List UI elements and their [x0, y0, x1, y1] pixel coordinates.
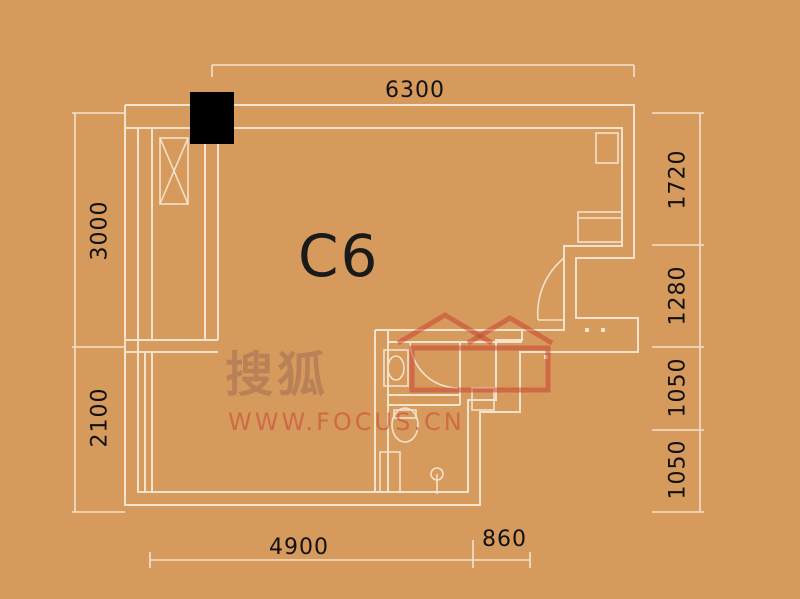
dimension-right-1: 1720: [665, 149, 691, 210]
dimension-left-lower: 2100: [87, 387, 113, 448]
dimension-right-2: 1280: [665, 265, 691, 326]
dimension-right-4: 1050: [665, 439, 691, 500]
structural-column: [190, 92, 234, 144]
walls: [124, 104, 639, 506]
watermark-logo-shape: [396, 312, 554, 393]
dimension-bottom-right: 860: [482, 527, 527, 552]
dimension-bottom-left: 4900: [269, 535, 329, 560]
dimension-right-3: 1050: [665, 357, 691, 418]
watermark-url: WWW.FOCUS.CN: [228, 408, 465, 436]
dimension-left-upper: 3000: [87, 200, 113, 261]
dimension-lines: [72, 64, 704, 568]
fixtures: [159, 132, 623, 494]
wall-openings: [544, 328, 605, 359]
unit-label: C6: [298, 222, 380, 290]
dimension-top: 6300: [385, 78, 445, 103]
watermark-chinese-text: 搜狐: [225, 347, 330, 403]
